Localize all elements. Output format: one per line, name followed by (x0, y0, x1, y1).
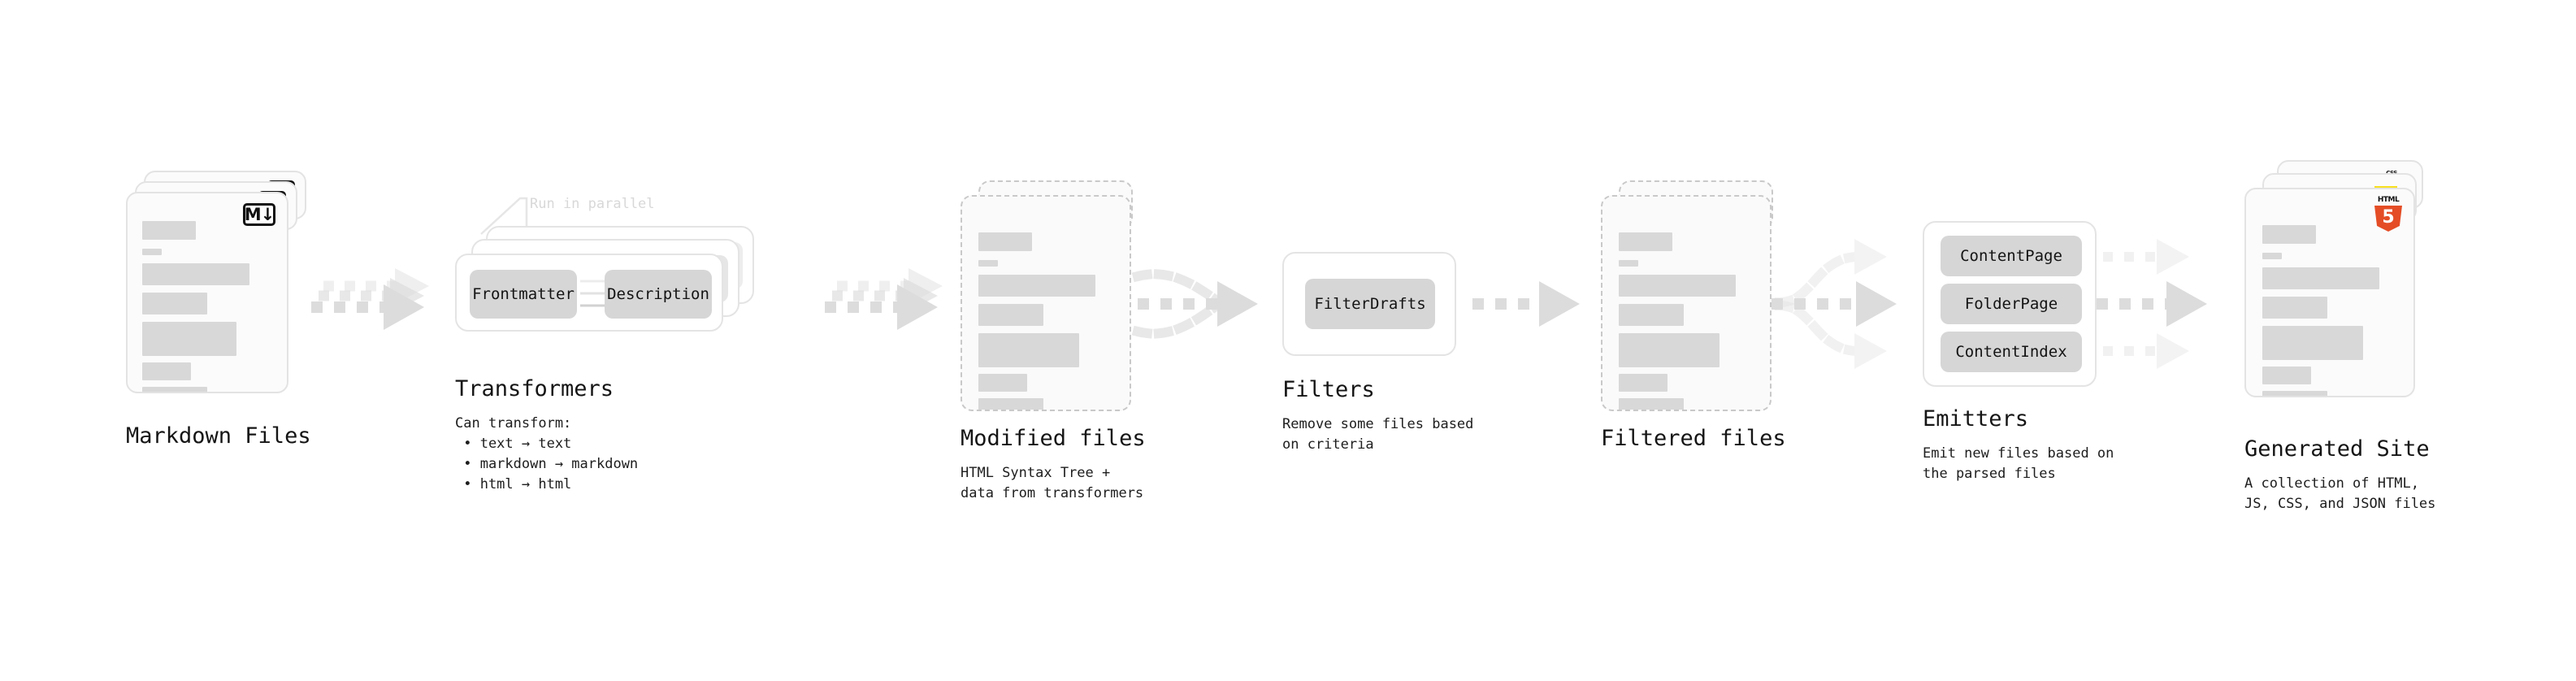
content-bar (2262, 326, 2363, 360)
stage-title-markdown-files: Markdown Files (126, 423, 311, 449)
connector-modified-to-filters (1131, 269, 1258, 339)
connector-filters-to-filtered (1472, 281, 1580, 327)
markdown-badge-front: M↓ (243, 203, 275, 226)
chip-content-index[interactable]: ContentIndex (1941, 332, 2082, 372)
content-bar (1619, 333, 1720, 367)
content-bar (1619, 260, 1638, 267)
markdown-badge-arrow-3: ↓ (260, 204, 275, 224)
run-in-parallel-leader (480, 197, 528, 239)
emitters-box: ContentPage FolderPage ContentIndex (1923, 221, 2097, 387)
stage-title-filters: Filters (1282, 377, 1375, 402)
content-bar (1619, 232, 1672, 251)
content-bar (978, 260, 998, 267)
connector-filtered-to-emitters (1772, 239, 1897, 369)
stage-subtitle-generated-site: A collection of HTML, JS, CSS, and JSON … (2244, 475, 2436, 512)
site-card-front: HTML 5 (2244, 188, 2415, 397)
filtered-card-body (1602, 197, 1770, 410)
content-bar (978, 333, 1079, 367)
chip-filter-drafts[interactable]: FilterDrafts (1305, 279, 1435, 329)
content-bar (2262, 253, 2282, 259)
filters-box: FilterDrafts (1282, 252, 1456, 356)
html5-label: HTML (2377, 196, 2400, 204)
content-bar (2262, 225, 2316, 244)
content-bar (1619, 275, 1736, 297)
modified-card-front (961, 195, 1131, 411)
content-bar (142, 263, 249, 285)
chip-content-page[interactable]: ContentPage (1941, 236, 2082, 276)
stage-subtitle-filters: Remove some files based on criteria (1282, 416, 1474, 453)
content-bar (2262, 267, 2379, 289)
run-in-parallel-note: Run in parallel (530, 196, 655, 212)
chip-description[interactable]: Description (605, 270, 712, 319)
content-bar (2262, 391, 2327, 396)
stage-subtitle-emitters: Emit new files based on the parsed files (1923, 445, 2114, 482)
transformers-box-front: Frontmatter Description (455, 254, 723, 332)
stage-subtitle-transformers: Can transform: • text → text • markdown … (455, 415, 639, 492)
content-bar (1619, 398, 1684, 410)
content-bar (142, 362, 191, 380)
content-bar (142, 221, 196, 240)
content-bar (142, 249, 162, 255)
markdown-badge-letter-3: M (244, 204, 262, 224)
html5-digit: 5 (2382, 207, 2395, 228)
connector-md-to-transformers (311, 268, 429, 330)
site-card-body (2246, 189, 2413, 396)
stage-title-transformers: Transformers (455, 376, 614, 401)
stage-title-emitters: Emitters (1923, 406, 2029, 432)
content-bar (1619, 374, 1667, 392)
chip-folder-page[interactable]: FolderPage (1941, 284, 2082, 324)
filtered-card-front (1601, 195, 1772, 411)
content-bar (142, 322, 236, 356)
modified-card-body (962, 197, 1130, 410)
content-bar (978, 304, 1043, 326)
content-bar (142, 387, 207, 392)
content-bar (978, 374, 1027, 392)
content-bar (978, 232, 1032, 251)
markdown-card-body (128, 193, 287, 392)
content-bar (978, 398, 1043, 410)
stage-title-modified-files: Modified files (961, 426, 1146, 451)
stage-subtitle-modified-files: HTML Syntax Tree + data from transformer… (961, 465, 1144, 501)
content-bar (142, 293, 207, 314)
connector-transformers-to-modified (825, 268, 943, 330)
connector-emitters-to-site (2097, 239, 2207, 369)
content-bar (1619, 304, 1684, 326)
stage-title-filtered-files: Filtered files (1601, 426, 1786, 451)
markdown-card-front: M↓ (126, 192, 288, 393)
stage-title-generated-site: Generated Site (2244, 436, 2430, 462)
content-bar (2262, 367, 2311, 384)
content-bar (2262, 297, 2327, 319)
html5-icon: HTML 5 (2374, 196, 2402, 232)
content-bar (978, 275, 1095, 297)
chip-frontmatter[interactable]: Frontmatter (470, 270, 577, 319)
